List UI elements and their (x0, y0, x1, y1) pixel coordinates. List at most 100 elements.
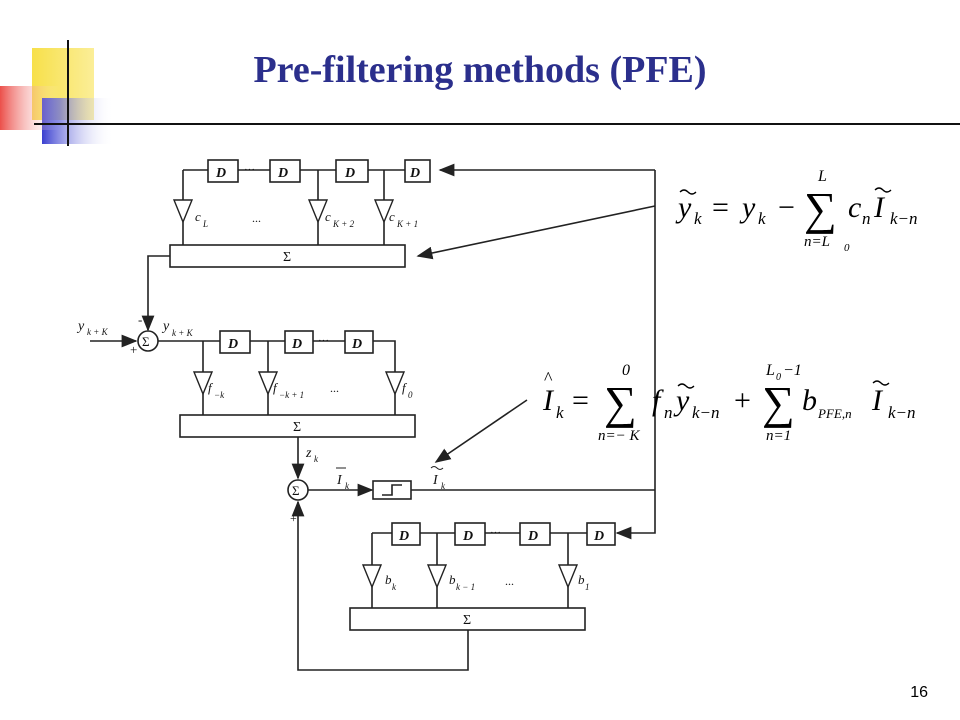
delay-box (404, 159, 431, 183)
tap-gain (557, 564, 579, 589)
input-sub: k + K (87, 327, 109, 337)
eq2-lower2: n=1 (766, 428, 791, 444)
eq1-term: y (739, 191, 756, 224)
delay-box (391, 522, 421, 546)
delay-box (586, 522, 616, 546)
delay-box (269, 159, 301, 183)
eq1-lhs: y (675, 191, 692, 224)
coeff-label: b (385, 572, 392, 587)
coeff-sub: k − 1 (456, 582, 475, 592)
coeff-label: c (195, 209, 201, 224)
slide-title: Pre-filtering methods (PFE) (253, 49, 707, 91)
itilde-sub: k (441, 481, 446, 491)
eq2-upper2-tail: −1 (783, 362, 802, 379)
wire-top-to-sum (141, 255, 170, 332)
coeff-sub: K + 1 (396, 219, 418, 229)
eq1-lower: n=L (804, 234, 830, 250)
red-square (0, 86, 60, 130)
page-number: 16 (910, 684, 928, 701)
eq1-c-sub: n (862, 209, 871, 228)
coeff-label: b (578, 572, 585, 587)
ihat-sub: k (345, 481, 350, 491)
coeff-label: c (325, 209, 331, 224)
sum-label: Σ (293, 420, 301, 435)
coeff-label: b (449, 572, 456, 587)
coeff-sub: K + 2 (332, 219, 355, 229)
eq2-sigma2: ∑ (762, 377, 795, 428)
top-feedback-filter: D D D D ··· c L c K + 2 c K + 1 ... Σ (169, 159, 656, 490)
coeff-sub: L (202, 219, 208, 229)
delay-label: D (291, 337, 302, 352)
sum-label: Σ (292, 483, 300, 498)
delay-dots: ··· (244, 164, 255, 176)
delay-box (284, 330, 314, 354)
delay-label: D (277, 166, 288, 181)
eq2-upper2: L (765, 362, 775, 379)
coeff-sub: k (392, 582, 397, 592)
coeff-sub: 1 (585, 582, 590, 592)
eq2-plus: + (734, 384, 751, 417)
sum-label: Σ (283, 250, 291, 265)
eq1-I-sub: k−n (890, 209, 918, 228)
eq1-term-sub: k (758, 209, 766, 228)
delay-dots: ··· (490, 527, 501, 539)
tap-gain (373, 199, 395, 224)
eq2-b: b (802, 384, 817, 417)
delay-label: D (409, 166, 420, 181)
eq2-lhs-sub: k (556, 403, 564, 422)
eq2-hat: ^ (544, 368, 553, 388)
eq1-minus: − (778, 191, 795, 224)
delay-box (335, 159, 369, 183)
equation-1: y k = y k − ∑ L n=L 0 c n I k−n (675, 168, 918, 254)
itilde-label: I (432, 473, 439, 488)
sum-label: Σ (142, 334, 150, 349)
tap-ellipsis: ... (330, 381, 339, 395)
tap-ellipsis: ... (505, 574, 514, 588)
decision-section: Σ I k I k (287, 466, 655, 501)
bottom-feedback-filter: D D D D ··· b k b k − 1 b 1 ... Σ (349, 490, 656, 631)
delay-box (207, 159, 239, 183)
eq2-b-sub: PFE,n (817, 406, 852, 421)
eq2-lower1: n=− K (598, 428, 640, 444)
eq2-equals: = (572, 384, 589, 417)
eq2-sigma1: ∑ (604, 377, 637, 428)
delay-label: D (398, 529, 409, 544)
delay-label: D (462, 529, 473, 544)
delay-label: D (227, 337, 238, 352)
coeff-label: f (273, 380, 279, 395)
tap-ellipsis: ... (252, 211, 261, 225)
delay-box (519, 522, 551, 546)
coeff-sub: 0 (408, 390, 413, 400)
tap-gain (426, 564, 448, 589)
eq1-I: I (873, 191, 886, 224)
eq2-y: y (673, 384, 690, 417)
pointer-eq2 (434, 399, 528, 463)
feedforward-filter: Σ y k + K + - y k + K D D D ··· f −k f −… (76, 312, 416, 438)
eq1-lhs-sub: k (694, 209, 702, 228)
delay-box (454, 522, 486, 546)
eq1-c: c (848, 191, 861, 224)
delay-label: D (527, 529, 538, 544)
plus-sign: + (290, 511, 297, 525)
z-label: z (305, 446, 312, 461)
delay-box (219, 330, 251, 354)
eq2-f: f (652, 384, 664, 417)
ihat-label: I (336, 473, 343, 488)
eq2-y-sub: k−n (692, 403, 720, 422)
eq2-lhs: I (542, 384, 555, 417)
delay-dots: ··· (318, 335, 329, 347)
eq2-I: I (871, 384, 884, 417)
ytilde-sub: k + K (172, 328, 194, 338)
eq1-sigma: ∑ (804, 183, 837, 234)
delay-label: D (215, 166, 226, 181)
delay-label: D (593, 529, 604, 544)
tap-gain (257, 371, 279, 396)
plus-sign: + (130, 342, 137, 357)
coeff-label: f (402, 380, 408, 395)
tap-gain (192, 371, 214, 396)
minus-sign: - (138, 312, 142, 327)
eq2-f-sub: n (664, 403, 673, 422)
eq1-equals: = (712, 191, 729, 224)
eq2-upper1: 0 (622, 362, 630, 379)
coeff-label: f (208, 380, 214, 395)
